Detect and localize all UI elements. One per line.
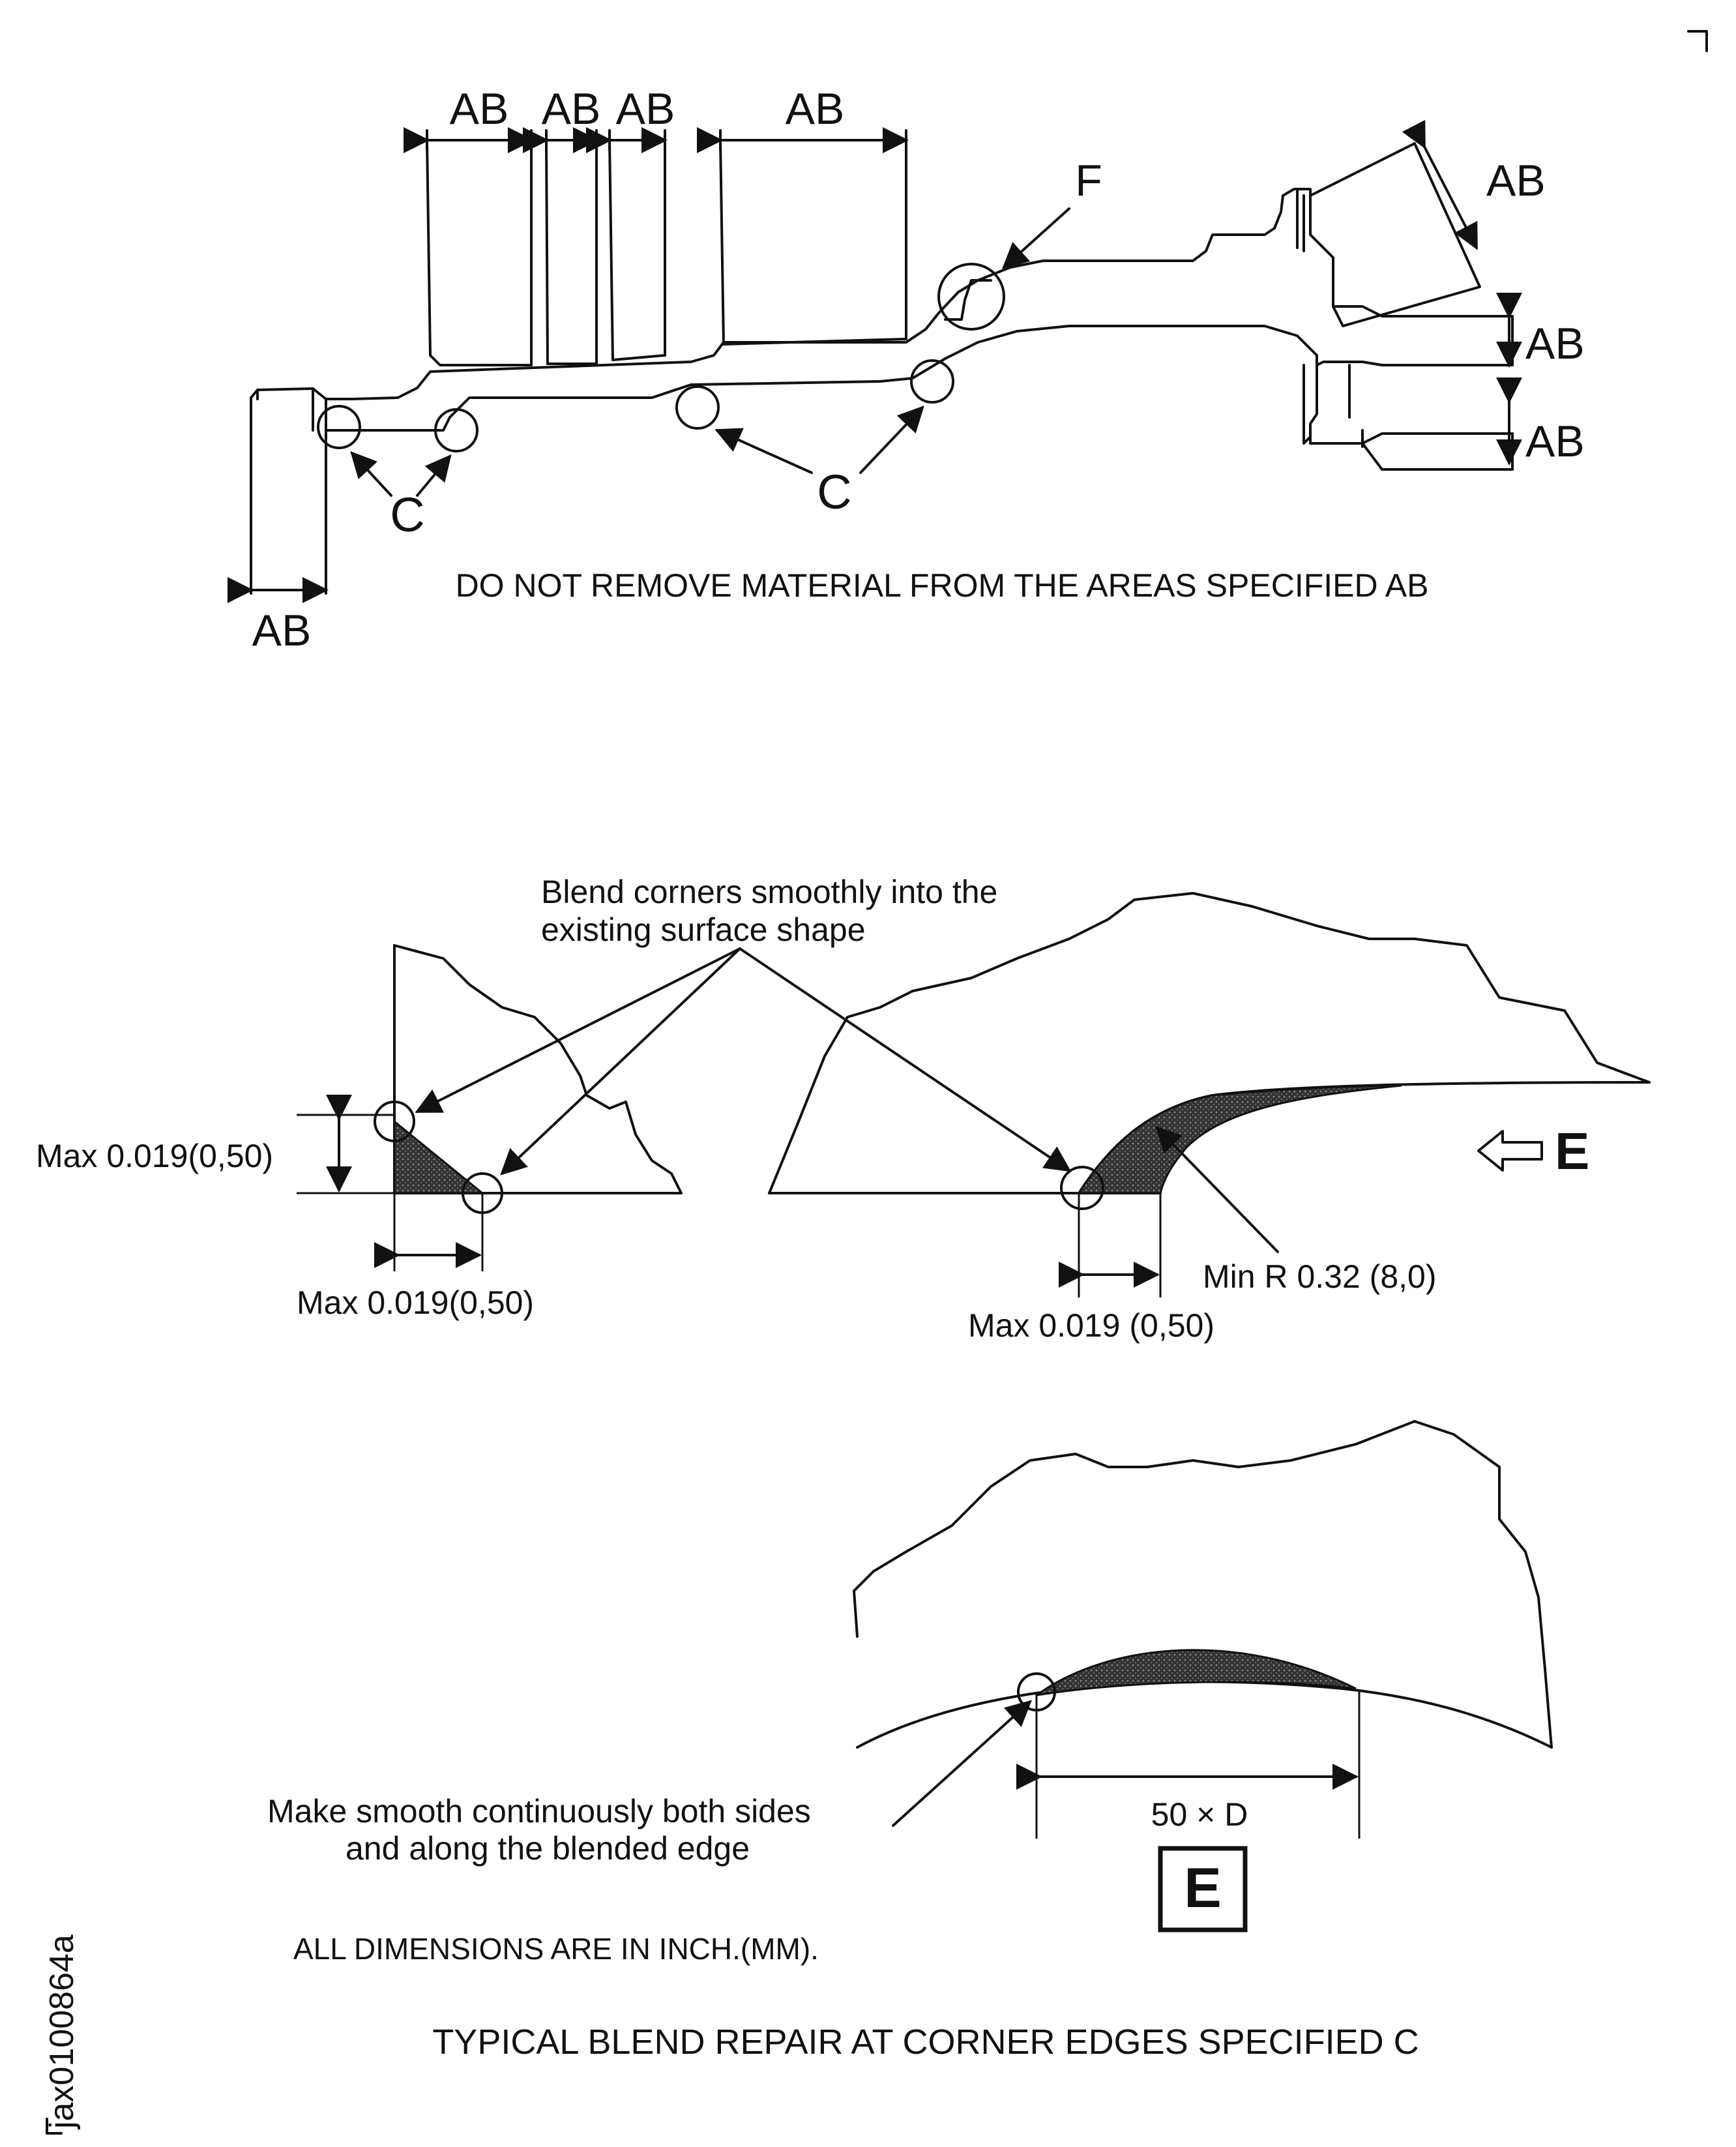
c-circle-4 bbox=[910, 359, 954, 404]
c-circle-3 bbox=[675, 385, 720, 430]
ab-dim-right-1 bbox=[1402, 119, 1478, 250]
fifty-d-label: 50 × D bbox=[1151, 1796, 1248, 1833]
block-2 bbox=[545, 139, 598, 365]
corner-mark-bottom-left bbox=[46, 2118, 63, 2135]
c-circle-1 bbox=[317, 405, 361, 449]
detail-f-circle bbox=[937, 263, 1005, 331]
ab-label-1: AB bbox=[450, 84, 509, 134]
min-radius-arrow bbox=[1155, 1126, 1279, 1253]
corner-mark-top-right bbox=[1687, 30, 1708, 52]
view-e-box bbox=[1158, 1846, 1248, 1932]
make-smooth-line1: Make smooth continuously both sides bbox=[267, 1793, 811, 1829]
c-label-left: C bbox=[390, 488, 424, 542]
ab-label-2: AB bbox=[542, 84, 601, 134]
view-e-blend-area bbox=[1036, 1649, 1357, 1696]
right-fragment-outline bbox=[768, 892, 1651, 1194]
right-flange-middle bbox=[1316, 305, 1514, 366]
ab-label-right-3: AB bbox=[1525, 417, 1585, 466]
view-e-arrow bbox=[1477, 1130, 1543, 1172]
body-outline-top bbox=[250, 188, 1334, 400]
right-flange-upper bbox=[1309, 142, 1481, 327]
make-smooth-leader bbox=[892, 1700, 1032, 1827]
max-vertical-label: Max 0.019(0,50) bbox=[36, 1138, 273, 1174]
max-horizontal-label: Max 0.019(0,50) bbox=[297, 1284, 534, 1321]
right-corner-circle bbox=[1060, 1166, 1104, 1210]
cross-section-view: AB AB AB AB AB AB AB AB F C C DO NOT REM… bbox=[228, 84, 1585, 655]
c-label-right: C bbox=[817, 465, 851, 519]
ab-label-right-1: AB bbox=[1486, 156, 1546, 205]
left-corner-circle-top bbox=[374, 1101, 415, 1142]
dimensions-note: ALL DIMENSIONS ARE IN INCH.(MM). bbox=[293, 1932, 819, 1966]
detail-f-label: F bbox=[1075, 156, 1102, 205]
block-1 bbox=[426, 139, 533, 366]
block-3 bbox=[608, 139, 666, 361]
notice-ab: DO NOT REMOVE MATERIAL FROM THE AREAS SP… bbox=[456, 567, 1429, 604]
blend-corners-note-line1: Blend corners smoothly into the bbox=[541, 874, 997, 910]
ab-label-3: AB bbox=[616, 84, 675, 134]
blend-corners-note-line2: existing surface shape bbox=[541, 911, 866, 948]
detail-f-arrow bbox=[1002, 207, 1070, 269]
body-outline-bottom bbox=[325, 325, 1318, 432]
ab-label-4: AB bbox=[786, 84, 845, 134]
c-circle-2 bbox=[434, 408, 478, 452]
figure-id: jax0100864a bbox=[43, 1934, 81, 2130]
ab-dimensions-top bbox=[404, 127, 909, 153]
block-4 bbox=[719, 139, 907, 346]
max-right-label: Max 0.019 (0,50) bbox=[968, 1307, 1214, 1344]
view-e-box-label: E bbox=[1184, 1857, 1221, 1919]
bottom-title: TYPICAL BLEND REPAIR AT CORNER EDGES SPE… bbox=[432, 2022, 1419, 2062]
view-e-outline bbox=[853, 1420, 1553, 1749]
blend-corners-view: Blend corners smoothly into the existing… bbox=[36, 874, 1651, 1344]
min-radius-label: Min R 0.32 (8,0) bbox=[1203, 1258, 1436, 1295]
left-blend-area bbox=[393, 1119, 486, 1194]
make-smooth-line2: and along the blended edge bbox=[346, 1830, 750, 1867]
view-e-edge bbox=[856, 1680, 1553, 1749]
left-flange bbox=[250, 387, 327, 595]
ab-label-left: AB bbox=[252, 606, 312, 655]
right-flange-lower bbox=[1309, 364, 1514, 471]
view-e-label: E bbox=[1555, 1122, 1589, 1180]
ab-label-right-2: AB bbox=[1525, 319, 1585, 368]
right-blend-area bbox=[1077, 1084, 1402, 1194]
view-e-detail: 50 × D Make smooth continuously both sid… bbox=[267, 1420, 1553, 1932]
